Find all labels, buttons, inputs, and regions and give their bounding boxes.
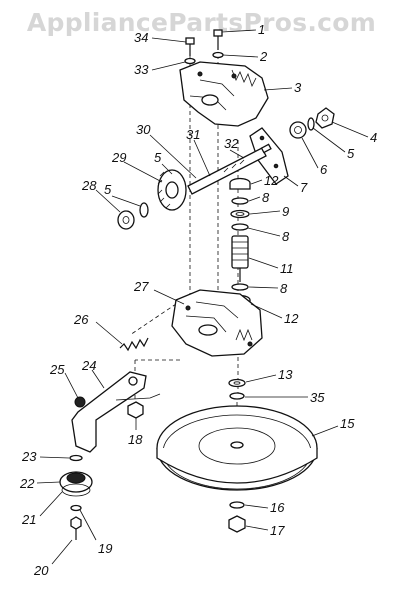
callout-9: 9 (282, 204, 289, 219)
callout-2: 2 (259, 49, 268, 64)
nut-17 (228, 515, 246, 533)
callout-28: 28 (81, 178, 97, 193)
bevel-gear-29 (157, 169, 187, 211)
callout-11: 11 (280, 261, 294, 276)
callout-20: 20 (33, 563, 49, 578)
callout-30: 30 (136, 122, 151, 137)
leader-lines (36, 29, 369, 565)
upper-housing-3 (179, 61, 269, 127)
callout-19: 19 (98, 541, 112, 556)
washer-23 (69, 454, 83, 462)
callout-8-middle: 8 (282, 229, 290, 244)
callout-31: 31 (186, 127, 200, 142)
callout-17: 17 (270, 523, 285, 538)
callout-33: 33 (134, 62, 149, 77)
callout-6: 6 (320, 162, 328, 177)
idler-pulley-22 (59, 471, 93, 497)
callout-1: 1 (258, 22, 265, 37)
washer-8-top (231, 197, 249, 205)
callout-5-middle: 5 (154, 150, 162, 165)
callout-8-bottom: 8 (280, 281, 288, 296)
drive-pulley-15 (156, 405, 318, 491)
input-shaft-31 (187, 147, 267, 195)
callout-27: 27 (133, 279, 149, 294)
bolt-25 (74, 396, 86, 408)
washer-5-left (139, 202, 149, 218)
lower-housing-27 (171, 289, 263, 357)
callout-18: 18 (128, 432, 143, 447)
nut-18 (127, 401, 144, 419)
pinion-gear-11 (231, 235, 249, 282)
bolt-20 (70, 516, 82, 540)
bushing-12-top (229, 177, 251, 190)
callout-3: 3 (294, 80, 302, 95)
key-32 (260, 143, 272, 154)
washer-16 (229, 501, 245, 509)
callout-32: 32 (224, 136, 239, 151)
spring-26 (119, 337, 149, 352)
washer-8-middle (231, 223, 249, 231)
callout-34: 34 (134, 30, 148, 45)
bearing-6 (289, 121, 307, 139)
washer-8-bottom (231, 283, 249, 291)
callout-22: 22 (19, 476, 35, 491)
callout-29: 29 (111, 150, 126, 165)
callout-23: 23 (21, 449, 37, 464)
washer-33 (184, 57, 196, 65)
callout-35: 35 (310, 390, 325, 405)
callout-5-right: 5 (347, 146, 355, 161)
callout-7: 7 (300, 180, 308, 195)
callout-21: 21 (21, 512, 36, 527)
callout-8-top: 8 (262, 190, 270, 205)
watermark-text: AppliancePartsPros.com (26, 8, 377, 37)
bolt-34 (185, 37, 195, 56)
callout-13: 13 (278, 367, 293, 382)
washer-5-right (307, 117, 315, 131)
callout-12-top: 12 (264, 173, 279, 188)
callout-25: 25 (49, 362, 65, 377)
flange-bearing-4 (315, 107, 335, 129)
callout-26: 26 (73, 312, 89, 327)
callout-5-left: 5 (104, 182, 112, 197)
washer-35 (229, 392, 245, 400)
callout-15: 15 (340, 416, 355, 431)
callout-12-bottom: 12 (284, 311, 299, 326)
washer-19 (70, 504, 82, 512)
callout-24: 24 (81, 358, 96, 373)
ring-9 (230, 209, 250, 219)
callout-16: 16 (270, 500, 285, 515)
washer-2 (212, 51, 224, 59)
callout-labels: 34 33 1 2 3 4 5 6 7 30 31 32 29 5 5 28 1… (19, 22, 377, 578)
screw-1 (213, 29, 223, 50)
bearing-28 (117, 210, 135, 230)
idler-arm-24 (71, 371, 161, 453)
callout-4: 4 (370, 130, 377, 145)
washer-13 (228, 378, 246, 388)
